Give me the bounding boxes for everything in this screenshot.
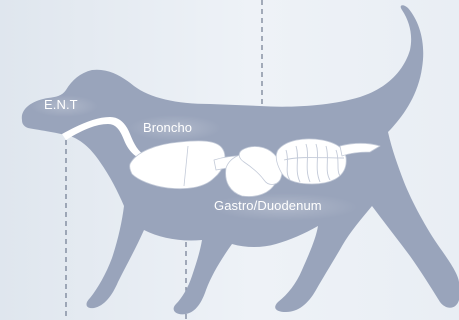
gastro-duodenum-label: Gastro/Duodenum <box>214 198 322 214</box>
broncho-label: Broncho <box>143 120 192 136</box>
intestines-organ <box>276 139 346 184</box>
ent-label: E.N.T <box>44 97 78 113</box>
